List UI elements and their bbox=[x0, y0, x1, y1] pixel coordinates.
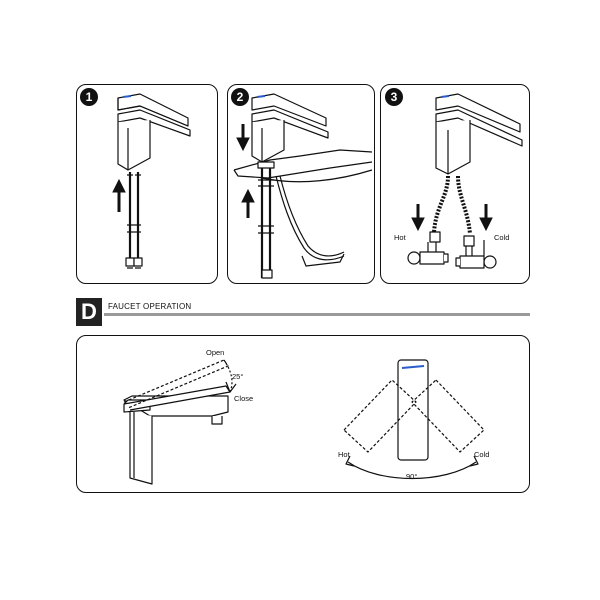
section-title: FAUCET OPERATION bbox=[108, 302, 192, 311]
step-3-braided-hoses bbox=[429, 175, 475, 247]
up-arrow-icon bbox=[241, 188, 255, 218]
step-2-number: 2 bbox=[231, 88, 249, 106]
arrowhead-left bbox=[345, 455, 355, 467]
hot-label: Hot bbox=[394, 233, 406, 242]
close-label: Close bbox=[234, 394, 254, 403]
section-badge: D bbox=[76, 298, 102, 326]
hot-direction-label: Hot bbox=[338, 450, 350, 459]
hot-position-handle bbox=[343, 379, 417, 453]
arrowhead-right bbox=[469, 455, 479, 467]
step-1-faucet bbox=[117, 93, 191, 171]
down-arrow-icon bbox=[411, 204, 425, 232]
open-label: Open bbox=[206, 348, 225, 357]
step-1-number: 1 bbox=[80, 88, 98, 106]
top-view-faucet bbox=[397, 359, 429, 461]
open-position-handle bbox=[123, 359, 229, 409]
step-1-hoses bbox=[125, 172, 143, 269]
step-3-number: 3 bbox=[385, 88, 403, 106]
step-2-faucet bbox=[251, 93, 329, 163]
cold-position-handle bbox=[411, 379, 485, 453]
angle-label: 25° bbox=[232, 372, 244, 381]
cold-direction-label: Cold bbox=[474, 450, 490, 459]
rotation-angle-label: 90° bbox=[406, 472, 418, 481]
step-3-faucet bbox=[435, 93, 523, 175]
up-arrow-icon bbox=[112, 178, 126, 212]
step-2-basin bbox=[233, 149, 373, 279]
down-arrow-icon bbox=[236, 124, 250, 152]
step-3-angle-valves bbox=[407, 240, 497, 269]
rotation-range-arc bbox=[347, 461, 477, 480]
rotation-arrowhead bbox=[225, 381, 237, 393]
side-view-faucet bbox=[123, 385, 231, 485]
down-arrow-icon bbox=[479, 204, 493, 232]
cold-label: Cold bbox=[494, 233, 510, 242]
section-divider bbox=[104, 313, 530, 316]
